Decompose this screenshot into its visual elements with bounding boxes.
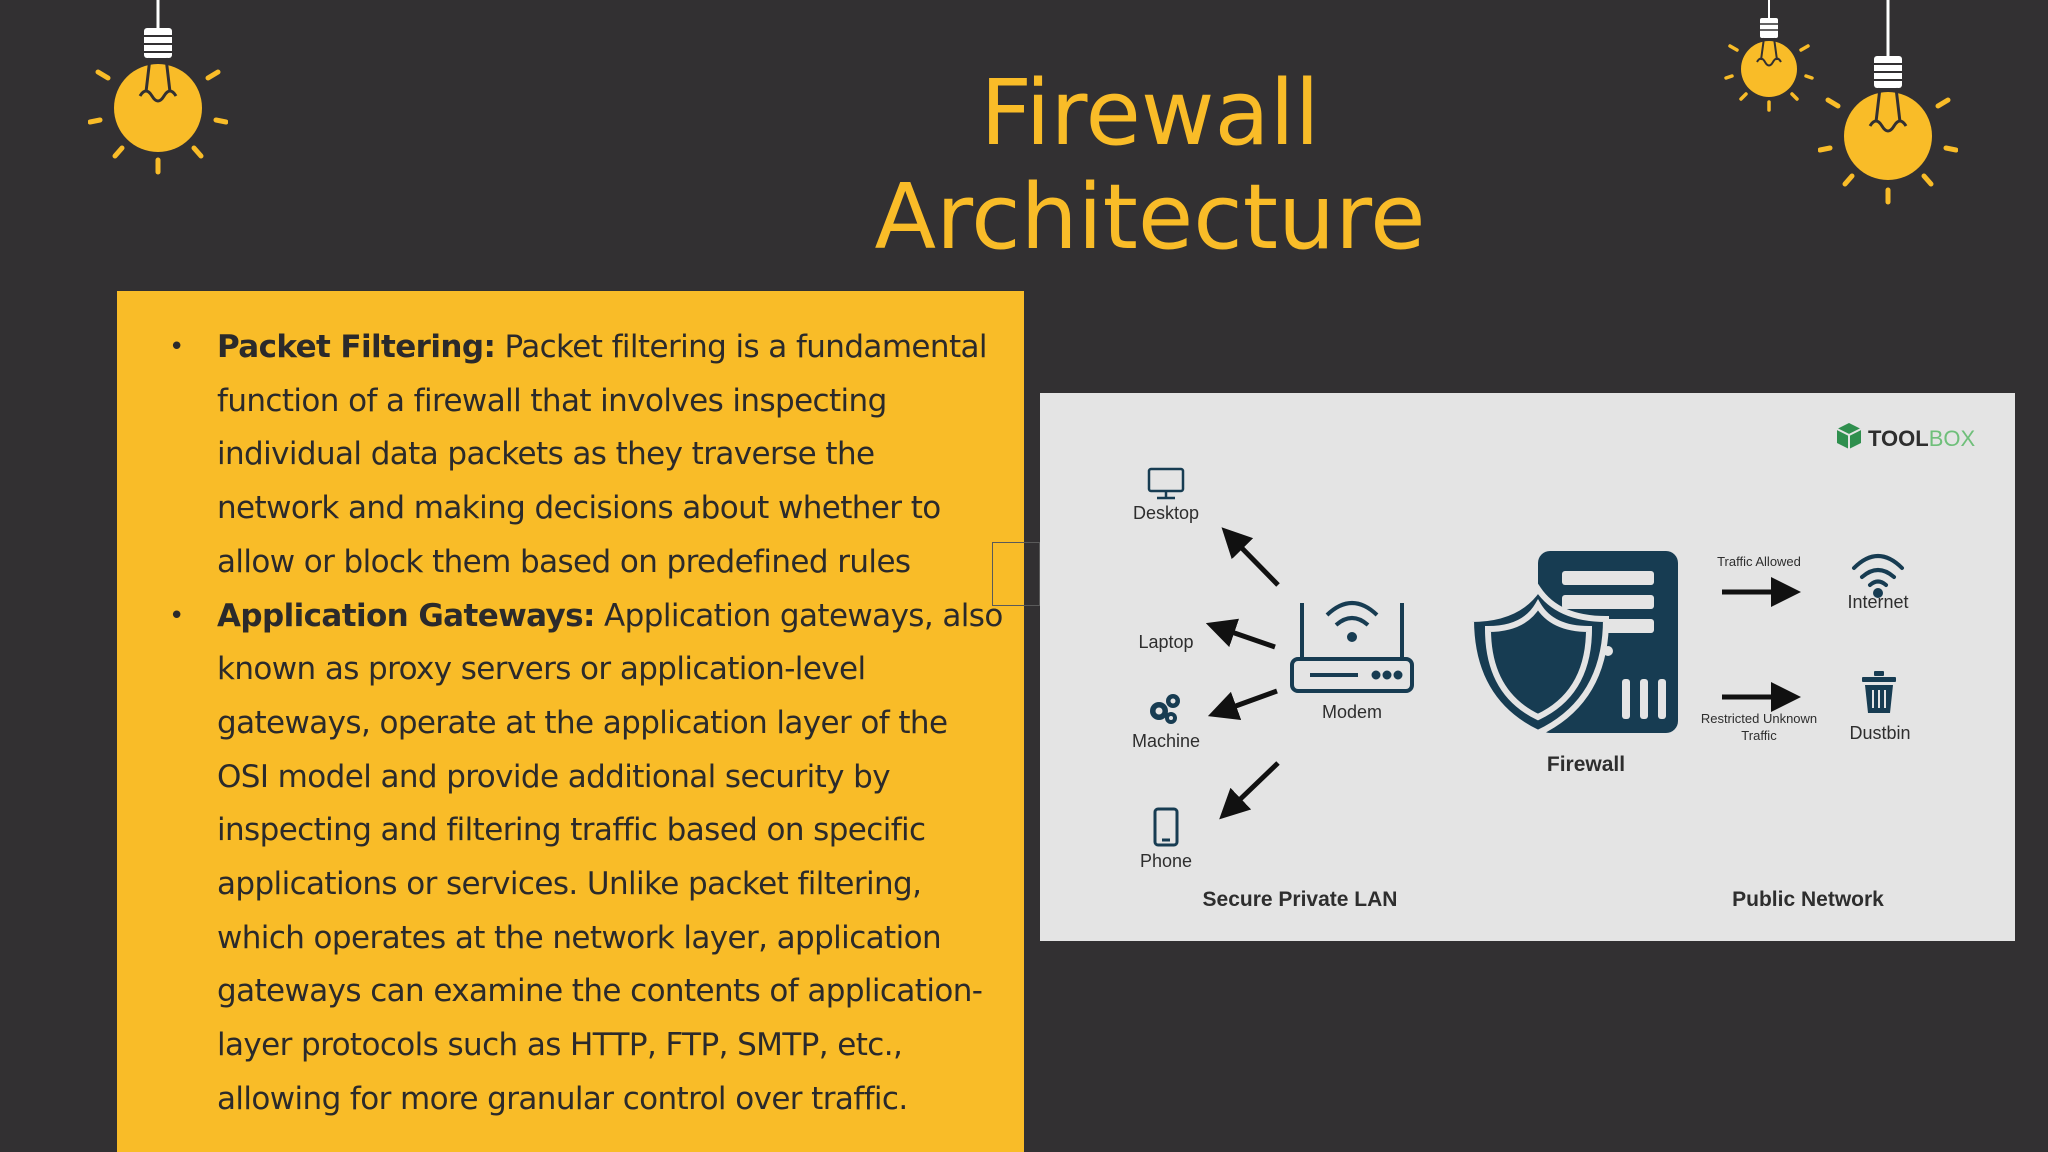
bullet-packet-filtering: Packet Filtering: Packet filtering is a … <box>169 321 1004 590</box>
bullet-term: Application Gateways: <box>217 597 595 634</box>
selection-marker <box>992 542 1040 606</box>
title-line: Architecture <box>874 165 1426 270</box>
title-line: Firewall <box>980 61 1320 166</box>
label-desktop: Desktop <box>1133 503 1199 523</box>
label-machine: Machine <box>1132 731 1200 751</box>
label-traffic-allowed: Traffic Allowed <box>1717 554 1801 569</box>
wifi-icon <box>1852 554 1904 598</box>
label-restricted-1: Restricted Unknown <box>1701 711 1817 726</box>
bullet-application-gateways: Application Gateways: Application gatewa… <box>169 590 1004 1127</box>
shield-icon <box>1467 583 1610 737</box>
label-dustbin: Dustbin <box>1849 723 1910 743</box>
trash-icon <box>1862 671 1896 713</box>
bullet-text: Application gateways, also known as prox… <box>217 597 1003 1117</box>
label-restricted-2: Traffic <box>1741 728 1777 743</box>
bullet-text: Packet filtering is a fundamental functi… <box>217 329 988 580</box>
svg-text:TOOLBOX: TOOLBOX <box>1868 426 1976 451</box>
label-secure-lan: Secure Private LAN <box>1203 888 1398 911</box>
light-bulb-icon <box>1818 0 1958 205</box>
bullet-term: Packet Filtering: <box>217 329 496 365</box>
label-public-network: Public Network <box>1732 888 1884 911</box>
phone-icon <box>1153 807 1179 847</box>
toolbox-logo: TOOLBOX <box>1836 423 1976 451</box>
label-laptop: Laptop <box>1138 632 1193 652</box>
firewall-diagram: TOOLBOX Desktop Laptop Machine Phone <box>1040 393 2015 941</box>
bullet-list: Packet Filtering: Packet filtering is a … <box>169 321 1004 1127</box>
gears-icon <box>1150 694 1180 724</box>
label-modem: Modem <box>1322 702 1382 722</box>
light-bulb-icon <box>88 0 228 175</box>
label-phone: Phone <box>1140 851 1192 871</box>
brand-part2: BOX <box>1929 426 1976 451</box>
light-bulb-icon <box>1724 0 1814 112</box>
label-firewall: Firewall <box>1547 753 1625 776</box>
brand-part1: TOOL <box>1868 426 1929 451</box>
router-icon <box>1290 601 1414 693</box>
desktop-icon <box>1147 467 1185 500</box>
diagram-canvas: TOOLBOX Desktop Laptop Machine Phone <box>1132 423 1976 911</box>
slide-title: Firewall Architecture <box>830 62 1470 270</box>
content-panel: Packet Filtering: Packet filtering is a … <box>117 291 1024 1152</box>
label-internet: Internet <box>1847 592 1908 612</box>
lan-arrows <box>1205 527 1280 820</box>
